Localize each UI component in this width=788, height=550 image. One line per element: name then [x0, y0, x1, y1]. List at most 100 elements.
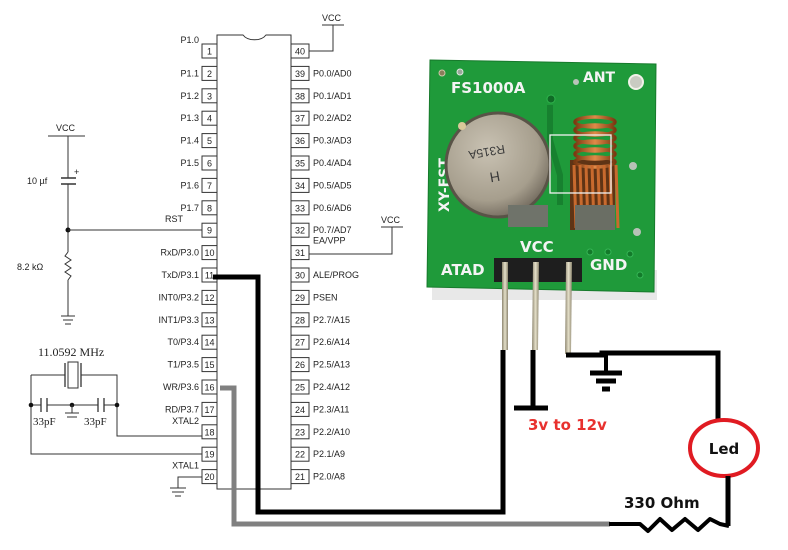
pin-label: P2.6/A14	[313, 337, 350, 347]
pin-number: 34	[295, 181, 305, 191]
pin-2: 2P1.1	[180, 65, 218, 81]
pin-box	[290, 267, 310, 283]
pin-label: P1.7	[180, 203, 199, 213]
pin-label: P0.2/AD2	[313, 113, 352, 123]
pin-label-gnd: GND	[590, 256, 627, 274]
pin-label: XTAL1	[172, 461, 199, 471]
pin-8: 8P1.7	[180, 200, 218, 216]
pin-box	[290, 88, 310, 104]
cap-gap	[98, 398, 104, 412]
pin-number: 33	[295, 203, 305, 213]
wire-p36-to-resistor	[220, 385, 610, 527]
led-ring	[688, 418, 760, 478]
pin-number: 4	[207, 114, 212, 124]
pin-number: 36	[295, 136, 305, 146]
pin-box	[290, 379, 310, 395]
pin-box	[201, 312, 218, 328]
wire-gnd-to-led	[566, 350, 721, 421]
wire-pin20-gnd	[177, 476, 202, 488]
via-hole	[586, 248, 594, 256]
pin-label: P1.0	[180, 35, 199, 45]
via-hole	[546, 94, 556, 104]
rf-transmitter-module: FS1000A ANT XY-FST R315A H VCC ATAD GND	[426, 59, 657, 354]
pin-number: 39	[295, 69, 305, 79]
vcc-reset-label: VCC	[56, 123, 76, 133]
pin-box	[201, 133, 218, 149]
pin-label: P2.2/A10	[313, 427, 350, 437]
pin-label: T1/P3.5	[167, 360, 199, 370]
pin-16: 16 WR/P3.6	[163, 379, 218, 395]
pin-number: 37	[295, 114, 305, 124]
pin-box	[290, 289, 310, 305]
pin-box	[290, 312, 310, 328]
crystal-label: 11.0592 MHz	[38, 345, 104, 359]
reset-circuit: VCC + 10 µf 8.2 kΩ	[17, 123, 202, 325]
pin-label: P0.3/AD3	[313, 136, 352, 146]
pin-number: 22	[295, 450, 305, 460]
pin-box	[201, 357, 218, 373]
pin-box	[201, 334, 218, 350]
pin-label-data: ATAD	[441, 261, 485, 279]
pin-box	[201, 177, 218, 193]
cap-xtal-left-label: 33pF	[33, 416, 56, 428]
pin-number: 13	[204, 315, 214, 325]
via-hole	[626, 250, 634, 258]
pin-number: 1	[207, 47, 212, 57]
pin-label: WR/P3.6	[163, 382, 199, 392]
pin-number: 16	[204, 383, 214, 393]
pin-number: 38	[295, 91, 305, 101]
wiring: 3v to 12v Led 330 Ohm	[213, 274, 760, 533]
pin-number: 9	[207, 226, 212, 236]
pin-number: 40	[295, 47, 305, 57]
can-pin	[458, 122, 466, 130]
led-label: Led	[709, 440, 739, 458]
coil-block	[575, 205, 615, 230]
can-tab	[508, 205, 548, 227]
via-hole	[456, 68, 464, 76]
module-model: FS1000A	[451, 79, 526, 97]
pin-number: 5	[207, 136, 212, 146]
pin-box	[201, 200, 218, 216]
pin-label: P0.4/AD4	[313, 158, 352, 168]
pin-number: 25	[295, 383, 305, 393]
pin-number: 27	[295, 338, 305, 348]
coil-turn	[573, 115, 617, 129]
pin-label: P2.7/A15	[313, 315, 350, 325]
pin-number: 31	[295, 248, 305, 258]
highlight-box	[549, 134, 612, 194]
pin-box	[201, 155, 218, 171]
pin-number: 6	[207, 159, 212, 169]
pin-box	[201, 379, 218, 395]
pin-box	[290, 446, 310, 462]
pin-36: 36 P0.3/AD3	[290, 133, 352, 149]
pin-box	[290, 334, 310, 350]
pin-box	[201, 110, 218, 126]
pin-label: RxD/P3.0	[160, 248, 199, 258]
pin-number: 18	[204, 427, 214, 437]
pcb-trace	[547, 105, 563, 205]
cap-xtal-right-label: 33pF	[84, 416, 107, 428]
coil-turn	[573, 131, 617, 145]
pin-box	[201, 43, 218, 59]
pin-label: TxD/P3.1	[161, 270, 199, 280]
pin-number: 32	[295, 226, 305, 236]
pin-label: P1.3	[180, 113, 199, 123]
coil-turn	[573, 155, 617, 169]
pin-label: INT0/P3.2	[158, 292, 199, 302]
pin-number: 7	[207, 181, 212, 191]
pin-number: 19	[204, 450, 214, 460]
pin-number: 30	[295, 271, 305, 281]
pin-label: PSEN	[313, 292, 338, 302]
